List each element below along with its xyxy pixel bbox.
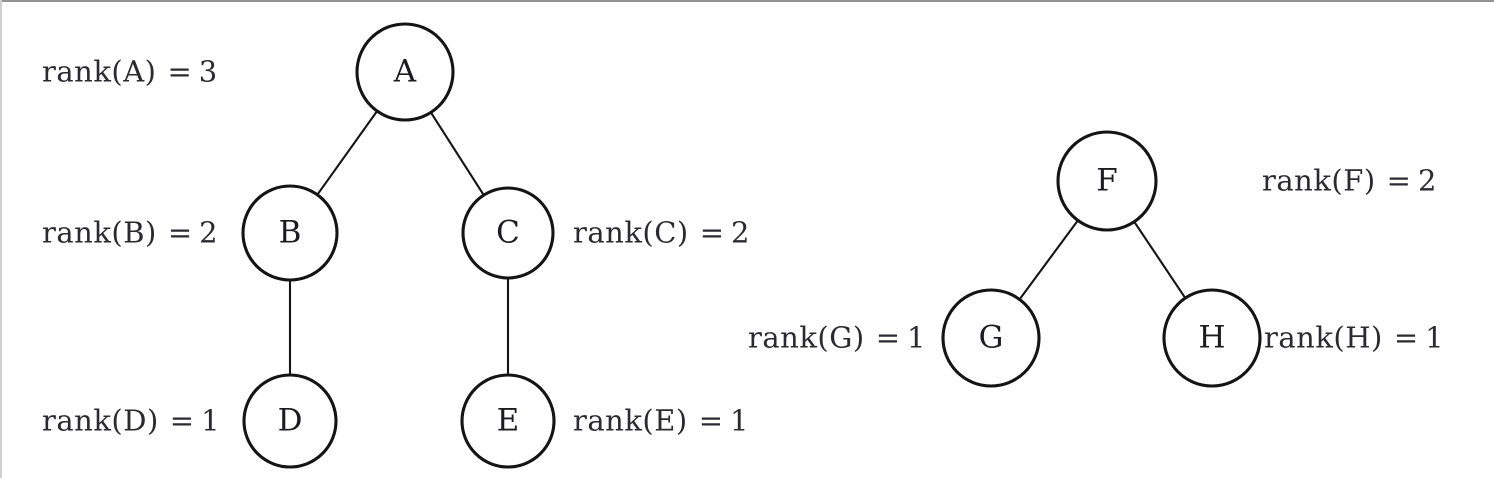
tree-node-d[interactable] <box>242 373 338 469</box>
rank-fn-b: rank(B) <box>42 215 157 250</box>
tree-edge-f-g <box>1018 218 1080 301</box>
tree-node-a[interactable] <box>355 22 455 122</box>
tree-edge-f-h <box>1132 220 1187 300</box>
page-top-border <box>0 0 1494 2</box>
rank-value-f: 2 <box>1417 163 1437 198</box>
tree-node-label-c: C <box>496 214 520 251</box>
rank-fn-h: rank(H) <box>1264 320 1383 355</box>
tree-node-label-b: B <box>278 214 302 251</box>
tree-node-label-a: A <box>393 53 417 90</box>
rank-fn-c: rank(C) <box>573 215 689 250</box>
rank-equals-e: = <box>698 403 724 438</box>
rank-label-f: rank(F) =2 <box>1262 163 1437 198</box>
rank-value-a: 3 <box>198 54 218 89</box>
rank-value-h: 1 <box>1425 320 1444 355</box>
rank-fn-e: rank(E) <box>573 403 688 438</box>
tree-node-f[interactable] <box>1056 130 1158 232</box>
tree-node-g[interactable] <box>941 288 1041 388</box>
tree-nodes <box>241 22 1262 469</box>
rank-fn-g: rank(G) <box>748 320 865 355</box>
tree-node-label-e: E <box>496 402 520 439</box>
rank-value-b: 2 <box>199 215 218 250</box>
tree-node-label-g: G <box>978 319 1004 356</box>
tree-node-b[interactable] <box>241 184 339 282</box>
rank-value-e: 1 <box>730 403 749 438</box>
rank-label-d: rank(D) =1 <box>42 403 220 438</box>
rank-equals-a: = <box>167 54 192 89</box>
rank-fn-a: rank(A) <box>42 54 157 89</box>
rank-equals-d: = <box>169 403 195 438</box>
rank-value-c: 2 <box>731 215 750 250</box>
rank-label-h: rank(H) =1 <box>1264 320 1444 355</box>
rank-equals-b: = <box>167 215 193 250</box>
tree-node-c[interactable] <box>461 186 555 280</box>
tree-node-label-f: F <box>1096 162 1118 199</box>
tree-node-label-h: H <box>1198 319 1226 356</box>
tree-edges <box>288 109 1187 376</box>
rank-equals-g: = <box>875 320 901 355</box>
tree-edge-a-c <box>429 111 486 197</box>
rank-value-g: 1 <box>907 320 926 355</box>
rank-label-g: rank(G) =1 <box>748 320 926 355</box>
rank-equals-h: = <box>1393 320 1419 355</box>
rank-equals-c: = <box>699 215 725 250</box>
rank-fn-d: rank(D) <box>42 403 159 438</box>
rank-label-c: rank(C) =2 <box>573 215 750 250</box>
page-left-border <box>0 0 2 478</box>
rank-label-a: rank(A) =3 <box>42 54 218 89</box>
tree-node-e[interactable] <box>460 373 556 469</box>
rank-value-d: 1 <box>201 403 220 438</box>
tree-node-label-d: D <box>277 402 303 439</box>
tree-edge-a-b <box>315 109 379 197</box>
rank-fn-f: rank(F) <box>1262 163 1376 198</box>
rank-equals-f: = <box>1386 163 1411 198</box>
rank-label-b: rank(B) =2 <box>42 215 218 250</box>
tree-node-h[interactable] <box>1162 288 1262 388</box>
rank-label-e: rank(E) =1 <box>573 403 749 438</box>
